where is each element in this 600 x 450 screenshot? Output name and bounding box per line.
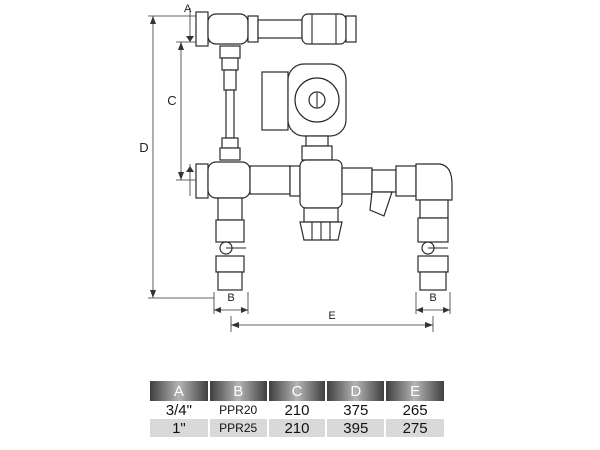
dimension-d: D [139,15,214,299]
dimension-d-label: D [139,140,148,155]
thermostatic-mixer [289,159,343,241]
table-cell: 265 [402,401,428,419]
table-cell: 275 [385,419,444,437]
dimension-e-label: E [328,310,335,322]
table-cell: PPR20 [208,401,269,419]
table-header-row: A B C D E [150,381,444,401]
table-header-cell: D [326,381,387,401]
pump-group-drawing: D A C B B E [139,3,453,332]
right-branch [341,163,453,291]
table-header-cell: B [208,381,269,401]
dimension-b-right: B [415,292,451,314]
dimension-a-label: A [184,3,192,15]
circulation-pump [261,63,347,161]
dimension-c: C [167,41,210,181]
table-cell: 395 [326,419,387,437]
dimension-e: E [230,310,434,332]
table-cell: 1" [150,419,210,437]
table-header-cell: A [150,381,210,401]
table-cell: 375 [326,401,387,419]
table-cell: PPR25 [208,419,269,437]
dimension-b-right-label: B [429,292,436,304]
table-header-cell: E [385,381,444,401]
table-cell: 210 [267,419,328,437]
table-cell: 210 [267,401,328,419]
table-cell: 3/4" [150,401,210,419]
table-row: 1" PPR25 210 395 275 [150,419,444,437]
dimension-b-left: B [213,292,249,314]
dimension-c-label: C [167,93,176,108]
table-row: 3/4" PPR20 210 375 265 [150,401,444,419]
dimension-b-left-label: B [227,292,234,304]
left-riser [195,11,357,291]
table-header-cell: C [267,381,328,401]
dimension-a: A [184,3,194,196]
dimensions-table: A B C D E 3/4" PPR20 210 375 265 1" PPR2… [150,381,444,437]
